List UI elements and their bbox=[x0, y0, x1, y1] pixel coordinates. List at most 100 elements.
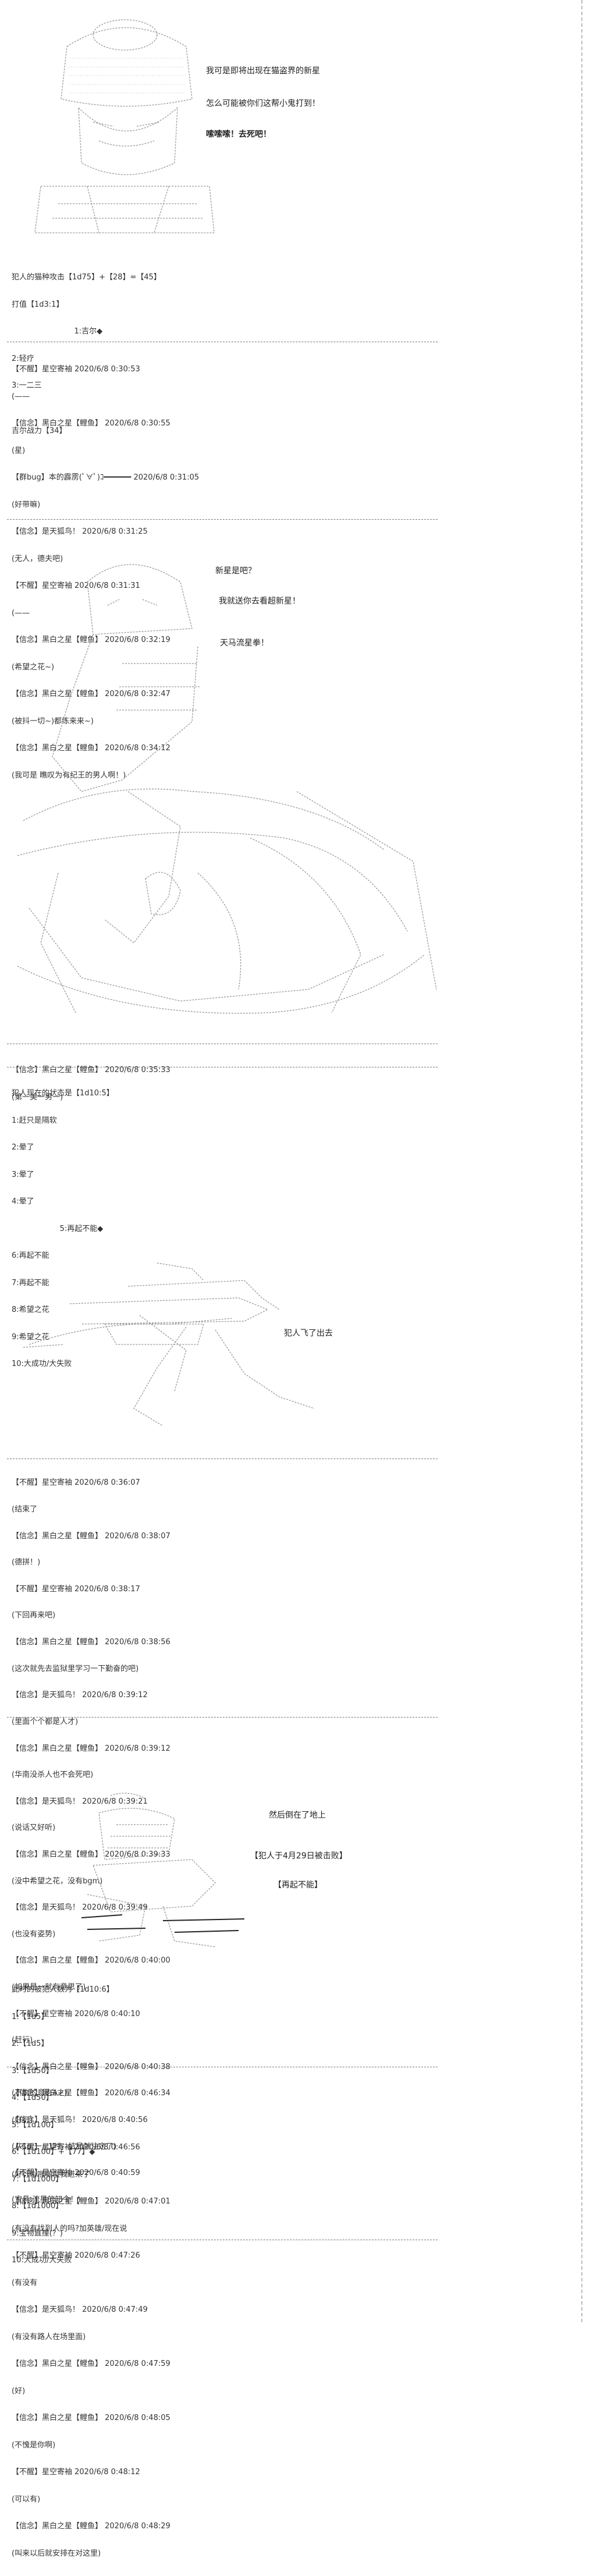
chat-line: (好带嘛) bbox=[12, 500, 41, 509]
chat-line: 【信念】黑白之星【鲤鱼】 2020/6/8 0:46:34 bbox=[12, 2089, 170, 2098]
chat-log: 【信念】黑白之星【鲤鱼】 2020/6/8 0:35:33 (第一美一男一) bbox=[12, 1048, 170, 1120]
chat-line: 【不醒】星空寄袖 2020/6/8 0:31:31 bbox=[12, 581, 140, 590]
chat-line: (从1d:一=1时，结局就注定了) bbox=[12, 2142, 117, 2151]
text-line: 8:【1d1000】 bbox=[12, 2202, 63, 2210]
text-line: 4:晕了 bbox=[12, 1197, 34, 1206]
speech-bubble: 嗦嗦嗦！去死吧！ bbox=[206, 130, 271, 139]
speech-bubble: 新星是吧？ bbox=[215, 566, 256, 576]
chat-line: 【不醒】星空寄袖 2020/6/8 0:46:56 bbox=[12, 2143, 140, 2152]
chat-line: 【不醒】星空寄袖 2020/6/8 0:30:53 bbox=[12, 365, 140, 374]
chat-line: (—— bbox=[12, 608, 30, 618]
dice-roll-block: 此时的被犯人数为【1d10:6】 1:【1d5】 2:【1d5】 3:【1d50… bbox=[12, 1967, 114, 2283]
chat-line: (也没有姿势) bbox=[12, 1929, 56, 1939]
text-line: 2:晕了 bbox=[12, 1143, 34, 1152]
chat-line: (可以有) bbox=[12, 2495, 41, 2504]
caption: 犯人飞了出去 bbox=[284, 1329, 333, 1338]
text-line: 犯人的猫种攻击【1d75】+【28】=【45】 bbox=[12, 273, 161, 282]
dice-roll-block: 犯人现在的状态是【1d10:5】 1:赶只是隔软 2:晕了 3:晕了 4:晕了 … bbox=[12, 1071, 114, 1387]
ascii-art-flying-villain bbox=[23, 1262, 315, 1427]
chat-line: 【信念】黑白之星【鲤鱼】 2020/6/8 0:39:33 bbox=[12, 1850, 170, 1859]
page: 我可是即将出现在猫盗界的新星 怎么可能被你们这帮小鬼打到！ 嗦嗦嗦！去死吧！ 犯… bbox=[7, 0, 582, 2558]
chat-line: 【不醒】星空寄袖 2020/6/8 0:40:59 bbox=[12, 2169, 140, 2178]
text-line: 8:希望之花 bbox=[12, 1305, 49, 1314]
text-line: 5:再起不能◆ bbox=[12, 1224, 104, 1233]
chat-line: (希望之花~) bbox=[12, 662, 55, 672]
chat-line: (星) bbox=[12, 446, 26, 455]
speech-bubble: 我就送你去看超新星！ bbox=[219, 597, 300, 606]
chat-line: 【信念】黑白之星【鲤鱼】 2020/6/8 0:48:05 bbox=[12, 2414, 170, 2422]
chat-line: (有没有 bbox=[12, 2278, 38, 2287]
text-line: 6:【1d100】+【77】◆ bbox=[12, 2148, 95, 2156]
text-line: 3:【1d50】 bbox=[12, 2066, 54, 2075]
chat-line: 【信念】黑白之星【鲤鱼】 2020/6/8 0:47:59 bbox=[12, 2359, 170, 2368]
text-line: 此时的被犯人数为【1d10:6】 bbox=[12, 1985, 114, 1994]
chat-line: 【群bug】本的霹雳(ﾟ∀ﾟ)ｺ━━━━━━ 2020/6/8 0:31:05 bbox=[12, 473, 200, 482]
speech-bubble: 天马流星拳！ bbox=[220, 638, 269, 648]
chat-line: 【不醒】星空寄袖 2020/6/8 0:48:12 bbox=[12, 2468, 140, 2476]
text-line: 3:晕了 bbox=[12, 1170, 34, 1179]
text-line: 6:再起不能 bbox=[12, 1251, 49, 1260]
chat-line: (下回再来吧) bbox=[12, 1611, 56, 1620]
chat-line: (好行) bbox=[12, 2116, 33, 2125]
text-line: 1:吉尔◆ bbox=[12, 327, 103, 336]
caption: 【再起不能】 bbox=[273, 1880, 322, 1890]
chat-line: (说话又好听) bbox=[12, 1823, 56, 1833]
chat-line: (叫来以后就安排在对这里) bbox=[12, 2549, 101, 2558]
chat-line: (我可是 瞧叹为有纪王的男人啊！) bbox=[12, 771, 126, 780]
caption: 【犯人于4月29日被击败】 bbox=[250, 1851, 347, 1861]
chat-line: 【信念】黑白之星【鲤鱼】 2020/6/8 0:38:56 bbox=[12, 1638, 170, 1647]
chat-line: 【不醒】星空寄袖 2020/6/8 0:40:10 bbox=[12, 2009, 140, 2018]
chat-line: (宝具:流星的知今！) bbox=[12, 2195, 81, 2204]
chat-line: (没中希望之花，没有bgm) bbox=[12, 1876, 103, 1886]
text-line: 9:希望之花 bbox=[12, 1332, 49, 1342]
text-line: 吉尔战力【34】 bbox=[12, 426, 67, 435]
section-divider bbox=[7, 519, 438, 520]
dice-roll-block: 犯人的猫种攻击【1d75】+【28】=【45】 打值【1d3:1】 1:吉尔◆ … bbox=[12, 255, 161, 453]
chat-line: (这次就先去监狱里学习一下勤奋的吧) bbox=[12, 1664, 139, 1673]
chat-line: (结束了 bbox=[12, 1505, 38, 1514]
chat-line: 【信念】黑白之星【鲤鱼】 2020/6/8 0:38:07 bbox=[12, 1531, 170, 1541]
text-line: 7:【1d1000】 bbox=[12, 2174, 63, 2184]
chat-line: (德拼！) bbox=[12, 1558, 41, 1567]
text-line: 4:【1d50】 bbox=[12, 2094, 54, 2102]
chat-line: 【信念】是天狐鸟！ 2020/6/8 0:39:12 bbox=[12, 1691, 148, 1700]
caption: 然后倒在了地上 bbox=[269, 1811, 326, 1820]
chat-line: 【不醒】星空寄袖 2020/6/8 0:36:07 bbox=[12, 1478, 140, 1488]
chat-line: 【不醒】星空寄袖 2020/6/8 0:38:17 bbox=[12, 1584, 140, 1594]
chat-line: 【信念】是天狐鸟！ 2020/6/8 0:47:49 bbox=[12, 2305, 148, 2314]
chat-line: 【信念】黑白之星【鲤鱼】 2020/6/8 0:35:33 bbox=[12, 1066, 170, 1074]
chat-line: 【不醒】星空寄袖 2020/6/8 0:47:26 bbox=[12, 2251, 140, 2260]
chat-log: 【信念】黑白之星【鲤鱼】 2020/6/8 0:46:34 (好行) 【不醒】星… bbox=[12, 2071, 170, 2576]
chat-line: (有没有路人在场里面) bbox=[12, 2332, 86, 2341]
ascii-art-villain bbox=[34, 19, 215, 233]
text-line: 打值【1d3:1】 bbox=[12, 300, 64, 309]
text-line: 10:大成功/大失败 bbox=[12, 1360, 72, 1368]
text-line: 10:大成功/大失败 bbox=[12, 2256, 72, 2265]
chat-line: 【信念】是天狐鸟！ 2020/6/8 0:39:49 bbox=[12, 1903, 148, 1913]
text-line: 1:赶只是隔软 bbox=[12, 1116, 57, 1125]
text-line: 2:轻疗 bbox=[12, 354, 34, 363]
text-line: 7:再起不能 bbox=[12, 1278, 49, 1287]
text-line: 5:【1d100】 bbox=[12, 2120, 58, 2130]
chat-line: (—— bbox=[12, 392, 30, 401]
ascii-art-fallen-villain bbox=[81, 1793, 245, 1947]
chat-line: (第一美一男一) bbox=[12, 1092, 63, 1102]
chat-line: 【信念】是天狐鸟！ 2020/6/8 0:40:56 bbox=[12, 2116, 148, 2125]
chat-log: 【不醒】星空寄袖 2020/6/8 0:30:53 (—— 【信念】黑白之星【鲤… bbox=[12, 347, 199, 798]
text-line: 犯人现在的状态是【1d10:5】 bbox=[12, 1089, 114, 1098]
text-line: 9:宝物直撞(？) bbox=[12, 2229, 63, 2238]
speech-bubble: 怎么可能被你们这帮小鬼打到！ bbox=[206, 99, 320, 108]
chat-line: (不愧是你啊) bbox=[12, 2440, 56, 2450]
chat-line: (好) bbox=[12, 2386, 26, 2396]
chat-line: 【信念】黑白之星【鲤鱼】 2020/6/8 0:32:47 bbox=[12, 690, 170, 698]
chat-line: 【信念】黑白之星【鲤鱼】 2020/6/8 0:39:12 bbox=[12, 1744, 170, 1753]
chat-line: 【信念】黑白之星【鲤鱼】 2020/6/8 0:30:55 bbox=[12, 419, 170, 428]
chat-line: 【信念】黑白之星【鲤鱼】 2020/6/8 0:32:19 bbox=[12, 636, 170, 644]
chat-line: (如果是一就有意思了) bbox=[12, 1982, 86, 1992]
chat-line: (无人，德夫吧) bbox=[12, 554, 63, 563]
chat-line: (赶行) bbox=[12, 2036, 33, 2045]
ascii-art-meteor-fist bbox=[17, 564, 437, 1014]
chat-line: 【信念】黑白之星【鲤鱼】 2020/6/8 0:48:29 bbox=[12, 2522, 170, 2531]
page-border-line bbox=[581, 0, 582, 2322]
text-line: 3:一二三 bbox=[12, 381, 42, 390]
